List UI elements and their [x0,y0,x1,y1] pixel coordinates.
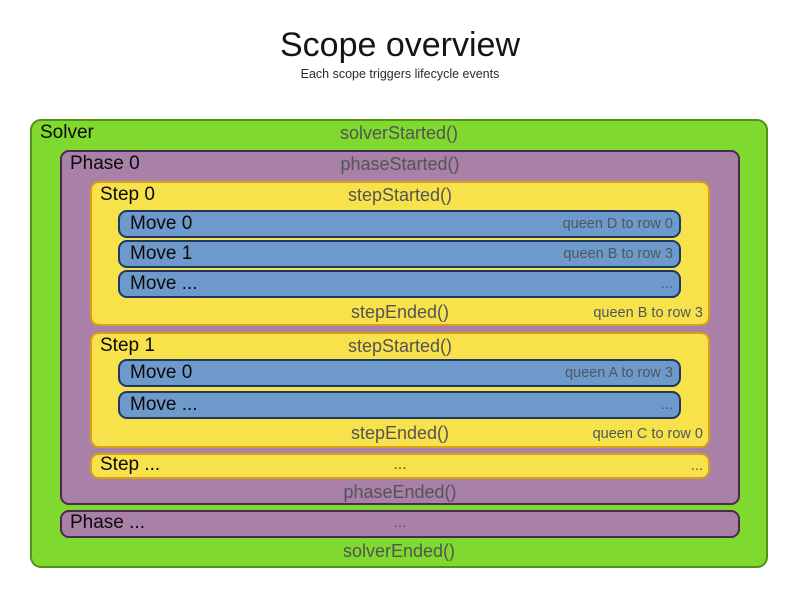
page-title: Scope overview [279,26,520,64]
step-more-right-dots: ... [690,458,703,474]
phase-more-center-dots: ... [393,514,407,531]
step0-move-more-note: ... [660,276,673,292]
solver-started-event: solverStarted() [339,123,459,143]
step0-move1-box [118,240,681,268]
step0-move0-label: Move 0 [130,213,193,234]
step1-move-more-label: Move ... [130,394,198,415]
step1-move0-box [118,359,681,387]
step0-move1-note: queen B to row 3 [563,246,673,262]
phase0-label: Phase 0 [70,153,140,174]
step1-scope-box [90,332,710,448]
step-more-box [90,453,710,479]
step0-move1-label: Move 1 [130,243,193,264]
step1-started-event: stepStarted() [347,336,453,356]
step0-move0-note: queen D to row 0 [562,216,673,232]
phase0-started-event: phaseStarted() [340,154,460,174]
step1-move0-label: Move 0 [130,362,193,383]
step1-move-more-box [118,391,681,419]
step-more-center-dots: ... [393,456,407,473]
phase0-ended-event: phaseEnded() [343,482,457,502]
phase-more-label: Phase ... [70,512,145,533]
step1-ended-note: queen C to row 0 [592,426,703,442]
step0-ended-event: stepEnded() [350,302,450,322]
step1-move-more-note: ... [660,397,673,413]
solver-label: Solver [40,122,94,143]
step0-move-more-box [118,270,681,298]
step0-move-more-label: Move ... [130,273,198,294]
page-subtitle: Each scope triggers lifecycle events [300,67,500,81]
phase-more-box [60,510,740,538]
step-more-label: Step ... [100,454,161,475]
step1-label: Step 1 [100,335,155,356]
step0-started-event: stepStarted() [347,185,453,205]
solver-ended-event: solverEnded() [342,541,456,561]
step1-move0-note: queen A to row 3 [564,365,673,381]
step0-ended-note: queen B to row 3 [593,305,703,321]
step1-ended-event: stepEnded() [350,423,450,443]
step0-move0-box [118,210,681,238]
step0-label: Step 0 [100,184,155,205]
